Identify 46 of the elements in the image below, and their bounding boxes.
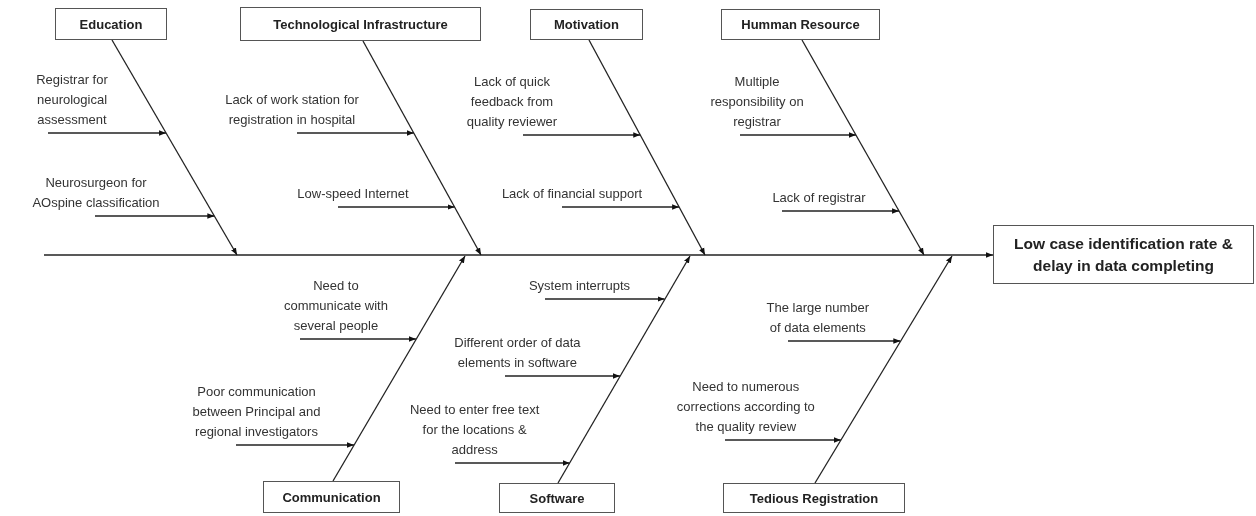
- cause-text: Poor communication between Principal and regional investigators: [191, 383, 322, 441]
- cause-arrow: [787, 338, 901, 344]
- cause-text: System interrupts: [528, 277, 631, 295]
- category-box: Education: [55, 8, 167, 40]
- bone-arrow: [332, 255, 466, 482]
- cause-arrow: [522, 132, 641, 138]
- cause-arrow: [724, 437, 842, 443]
- bone-arrow: [111, 39, 238, 256]
- category-box: Humman Resource: [721, 9, 880, 40]
- bone-arrow: [362, 40, 482, 256]
- cause-text: Low-speed Internet: [297, 185, 409, 203]
- cause-text: Different order of data elements in software: [453, 334, 582, 372]
- cause-arrow: [47, 130, 167, 136]
- cause-text: Lack of work station for registration in hospital: [224, 91, 360, 129]
- cause-text: Neurosurgeon for AOspine classification: [31, 174, 161, 212]
- cause-arrow: [299, 336, 417, 342]
- category-box: Technological Infrastructure: [240, 7, 481, 41]
- cause-arrow: [544, 296, 666, 302]
- cause-arrow: [781, 208, 900, 214]
- category-box: Software: [499, 483, 615, 513]
- category-box: Communication: [263, 481, 400, 513]
- category-box: Motivation: [530, 9, 643, 40]
- bone-arrow: [557, 255, 691, 484]
- cause-arrow: [454, 460, 571, 466]
- effect-box: Low case identification rate & delay in data completing: [993, 225, 1254, 284]
- cause-arrow: [504, 373, 621, 379]
- cause-text: Lack of registrar: [772, 189, 866, 207]
- cause-text: Need to communicate with several people: [282, 277, 389, 335]
- cause-text: Need to numerous corrections according to the quality review: [675, 378, 816, 436]
- cause-arrow: [561, 204, 680, 210]
- cause-text: Lack of financial support: [501, 185, 643, 203]
- bone-arrow: [588, 39, 706, 256]
- cause-text: Registrar for neurological assessment: [35, 71, 109, 129]
- spine-arrow: [43, 252, 994, 258]
- cause-arrow: [296, 130, 415, 136]
- cause-arrow: [739, 132, 857, 138]
- bone-arrow: [814, 255, 953, 484]
- cause-text: The large number of data elements: [765, 299, 871, 337]
- cause-arrow: [94, 213, 215, 219]
- cause-arrow: [337, 204, 456, 210]
- cause-text: Lack of quick feedback from quality reviewer: [465, 73, 559, 131]
- bone-arrow: [801, 39, 925, 256]
- cause-text: Need to enter free text for the locations & address: [408, 401, 541, 459]
- cause-text: Multiple responsibility on registrar: [709, 73, 805, 131]
- category-box: Tedious Registration: [723, 483, 905, 513]
- cause-arrow: [235, 442, 355, 448]
